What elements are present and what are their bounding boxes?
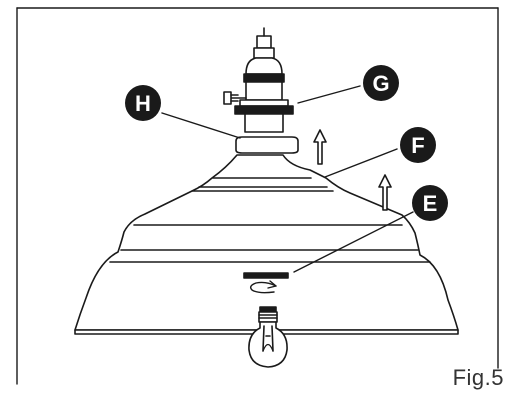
callout-label-f: F bbox=[411, 133, 424, 158]
rotate-icon bbox=[249, 280, 277, 294]
callout-e: E bbox=[412, 185, 448, 221]
up-arrow-icon bbox=[378, 174, 392, 211]
callout-g: G bbox=[363, 65, 399, 101]
callout-label-e: E bbox=[423, 191, 438, 216]
figure-caption: Fig.5 bbox=[452, 365, 504, 390]
light-bulb bbox=[248, 306, 288, 368]
figure-frame bbox=[16, 7, 499, 385]
up-arrow-icon bbox=[313, 129, 327, 165]
lamp-holder bbox=[223, 27, 294, 133]
lamp-shade bbox=[74, 154, 459, 335]
leader-lines bbox=[161, 85, 414, 273]
retaining-nut bbox=[243, 272, 289, 279]
callout-label-g: G bbox=[372, 71, 389, 96]
callout-h: H bbox=[125, 85, 161, 121]
callout-f: F bbox=[400, 127, 436, 163]
socket-ring bbox=[235, 136, 299, 154]
callout-label-h: H bbox=[135, 91, 151, 116]
